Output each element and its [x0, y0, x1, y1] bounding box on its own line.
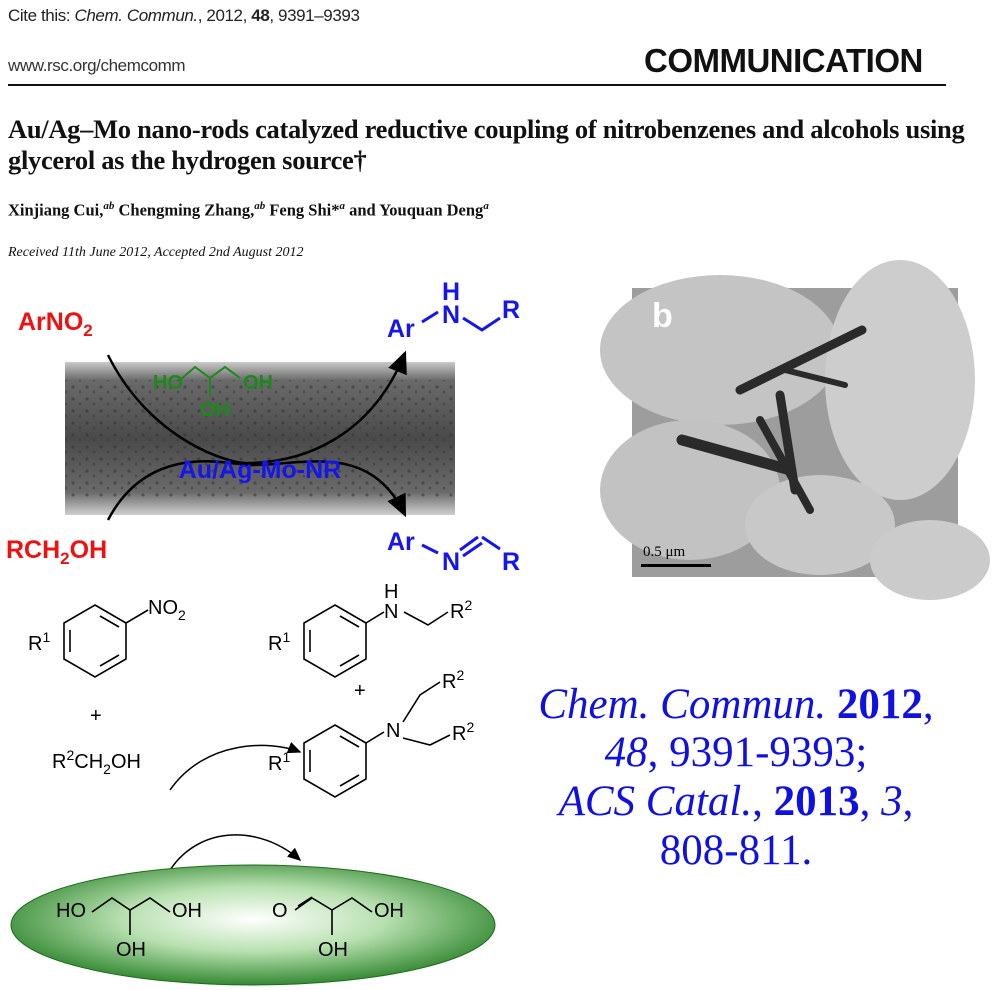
author[interactable]: Chengming Zhang, — [114, 200, 255, 220]
product-oh: OH — [374, 900, 404, 922]
glycerol-structure: HO OH OH — [153, 365, 273, 421]
reaction-arrow-upper — [106, 350, 407, 465]
svg-text:R2: R2 — [452, 719, 474, 745]
svg-text:R: R — [502, 296, 520, 324]
glycerol-oh2: OH — [116, 939, 146, 961]
alcohol-formula: R2CH2OH — [52, 747, 141, 777]
svg-text:OH: OH — [243, 372, 273, 394]
svg-text:Ar: Ar — [387, 528, 415, 556]
cite-journal: Chem. Commun. — [74, 6, 198, 25]
author[interactable]: and Youquan Deng — [344, 200, 484, 220]
svg-text:R1: R1 — [268, 749, 290, 775]
secondary-amine-product: Ar H N R — [387, 278, 520, 343]
panel-label: b — [652, 297, 673, 335]
svg-text:HO: HO — [153, 372, 183, 394]
tem-image-panel: b 0.5 μm — [600, 260, 990, 600]
catalyst-label: Au/Ag-Mo-NR — [179, 456, 341, 484]
citation-line-3: ACS Catal., 2013, 3, — [558, 778, 914, 825]
svg-text:+: + — [354, 680, 366, 702]
scale-bar-label: 0.5 μm — [643, 544, 686, 560]
svg-text:H: H — [384, 581, 398, 603]
author-list: Xinjiang Cui,ab Chengming Zhang,ab Feng … — [8, 200, 489, 221]
header-divider — [8, 84, 946, 86]
author[interactable]: Xinjiang Cui, — [8, 200, 104, 220]
alcohol-label: RCH2OH — [6, 536, 107, 568]
glycerol-oxidation-support: HO OH OH O OH OH — [10, 864, 496, 986]
citation-line: Cite this: Chem. Commun., 2012, 48, 9391… — [8, 6, 360, 26]
svg-text:OH: OH — [200, 399, 230, 421]
cite-pages: , 9391–9393 — [269, 6, 360, 25]
citation-line-4: 808-811. — [659, 827, 813, 874]
product-oh2: OH — [318, 939, 348, 961]
svg-text:R1: R1 — [268, 629, 290, 655]
affiliation: ab — [254, 200, 266, 212]
affiliation: a — [483, 200, 489, 212]
svg-text:R2: R2 — [442, 667, 464, 693]
affiliation: a — [339, 200, 345, 212]
reaction-arrow-lower — [106, 460, 407, 521]
nitro-group: NO2 — [148, 597, 186, 623]
article-title: Au/Ag–Mo nano-rods catalyzed reductive c… — [8, 114, 965, 175]
svg-text:Ar: Ar — [387, 315, 415, 343]
aldehyde-o: O — [272, 900, 288, 922]
nitroarene-label: ArNO2 — [18, 308, 93, 340]
scheme2-bonds — [63, 604, 451, 871]
journal-url[interactable]: www.rsc.org/chemcomm — [8, 56, 186, 75]
citation-line-1: Chem. Commun. 2012, — [538, 681, 934, 728]
r1-label: R1 — [28, 629, 50, 655]
svg-text:N: N — [386, 720, 400, 742]
scheme2-labels: R1 NO2 + R2CH2OH R1 H N R2 + R1 N R2 R2 — [28, 581, 474, 777]
tem-nanorod-image — [65, 362, 455, 515]
received-dates: Received 11th June 2012, Accepted 2nd Au… — [8, 245, 304, 260]
scale-bar — [641, 564, 711, 567]
svg-text:N: N — [442, 301, 460, 329]
svg-text:H: H — [442, 278, 460, 306]
cite-year: , 2012, — [197, 6, 252, 25]
glycerol-ho: HO — [56, 900, 86, 922]
cite-prefix: Cite this: — [8, 6, 75, 25]
svg-text:N: N — [442, 548, 460, 576]
cite-volume: 48 — [251, 6, 270, 25]
author[interactable]: Feng Shi* — [265, 200, 340, 220]
article-type: COMMUNICATION — [644, 42, 923, 79]
svg-text:R: R — [502, 548, 520, 576]
citation-line-2: 48, 9391-9393; — [604, 729, 868, 776]
glycerol-oh: OH — [172, 900, 202, 922]
plus-sign: + — [90, 705, 102, 727]
imine-product: Ar N R — [387, 528, 520, 576]
svg-text:R2: R2 — [450, 597, 472, 623]
affiliation: ab — [103, 200, 115, 212]
svg-text:N: N — [384, 601, 398, 623]
